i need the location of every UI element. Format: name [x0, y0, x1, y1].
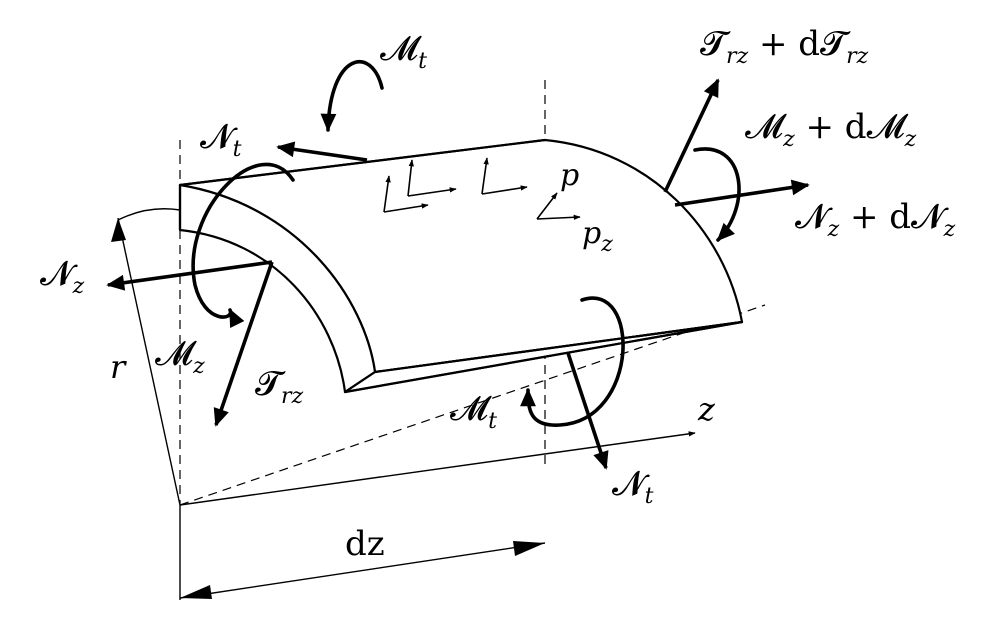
- surface-load-arrows: [383, 157, 581, 220]
- radius-line: [117, 217, 181, 506]
- force-vectors: [106, 78, 810, 470]
- mt-bottom-moment: [520, 296, 625, 427]
- pz-label: pz: [582, 216, 613, 257]
- mz-d-label: 𝓜z + d𝓜z: [745, 107, 917, 152]
- nt-bottom-arrow: [566, 352, 609, 470]
- shell-top-back-edge: [179, 138, 546, 187]
- shell-edge-inner: [374, 320, 743, 374]
- radius-arrow-head: [111, 218, 126, 242]
- r-label: r: [110, 348, 127, 386]
- trz-left-arrow: [213, 261, 274, 427]
- p-label: p: [560, 158, 579, 193]
- geometry-lines: [117, 208, 696, 600]
- shell-element: [178, 138, 744, 394]
- trz-d-arrow: [663, 78, 720, 193]
- dz-label: dz: [345, 524, 385, 564]
- shell-bottom-edge: [344, 320, 743, 394]
- trz-d-label: 𝓣rz + d𝓣rz: [700, 24, 869, 69]
- svg-text:𝓜t: 𝓜t: [380, 29, 427, 74]
- dz-arrow-left: [180, 585, 212, 599]
- mt-top-label: 𝓜: [380, 29, 422, 69]
- trz-left-label: 𝓣rz: [255, 364, 304, 409]
- z-axis-line: [179, 431, 696, 506]
- mz-d-moment: [693, 147, 741, 242]
- nt-bottom-label: 𝓝t: [612, 464, 654, 509]
- nz-left-arrow: [106, 260, 273, 291]
- mz-left-moment: [191, 162, 295, 329]
- z-axis-label: z: [697, 390, 716, 428]
- svg-text:𝓝t: 𝓝t: [200, 117, 242, 162]
- mz-left-label: 𝓜z: [155, 334, 205, 379]
- nz-d-arrow: [674, 179, 810, 207]
- radius-angle-arc: [117, 208, 181, 221]
- mt-top-moment: [320, 59, 384, 132]
- nt-top-arrow: [276, 141, 368, 162]
- labels: 𝓜t 𝓝t 𝓣rz + d𝓣rz 𝓜z + d𝓜z 𝓝z + d𝓝z p pz …: [40, 24, 956, 564]
- nz-d-label: 𝓝z + d𝓝z: [795, 197, 956, 242]
- dz-dimension-line: [179, 542, 546, 599]
- diagonal-dashed: [179, 304, 766, 506]
- nt-top-label: 𝓝: [200, 117, 238, 157]
- dz-arrow-right: [513, 541, 545, 556]
- mt-bottom-label: 𝓜t: [450, 389, 497, 434]
- nz-left-label: 𝓝z: [40, 254, 85, 299]
- moment-arcs: [191, 59, 741, 427]
